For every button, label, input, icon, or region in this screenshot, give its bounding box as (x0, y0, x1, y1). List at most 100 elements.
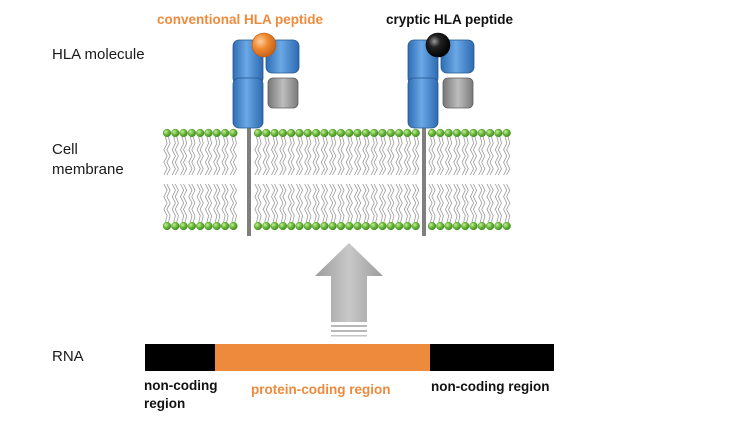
lipid-head (328, 128, 337, 138)
rna-strand (145, 344, 554, 371)
lipid-head (196, 128, 205, 138)
lipid-head (262, 128, 271, 138)
lipid-head (395, 221, 404, 231)
cryptic-peptide-label: cryptic HLA peptide (386, 12, 514, 27)
lipid-head (444, 128, 453, 138)
lipid-head (212, 128, 221, 138)
lipid-head (494, 128, 503, 138)
lipid-head (461, 221, 470, 231)
lipid-head (162, 221, 172, 231)
beta2-microglobulin (442, 77, 474, 109)
lipid-head (345, 128, 354, 138)
lipid-head (403, 128, 412, 138)
black-peptide-ball-icon (425, 32, 451, 58)
cell-membrane-bilayer (162, 128, 511, 231)
lipid-head (171, 221, 180, 231)
lipid-head (411, 128, 420, 138)
lipid-head (312, 221, 321, 231)
lipid-head (179, 128, 188, 138)
lipid-head (361, 128, 371, 138)
lipid-head (287, 221, 296, 231)
lipid-head (452, 221, 462, 231)
lipid-head (253, 221, 263, 231)
lipid-head (212, 221, 221, 231)
lipid-head (502, 221, 511, 231)
lipid-head (312, 128, 321, 138)
hla-molecule-cryptic (407, 32, 475, 236)
lipid-head (386, 221, 395, 231)
lipid-head (278, 221, 288, 231)
lipid-head (353, 128, 362, 138)
lipid-head (162, 128, 172, 138)
lipid-head (436, 221, 445, 231)
hla-stem-left (247, 128, 251, 236)
membrane-label: membrane (52, 161, 124, 178)
lipid-head (196, 221, 205, 231)
rna-label: RNA (52, 348, 84, 365)
lipid-head (353, 221, 362, 231)
lipid-head (378, 128, 387, 138)
hla-alpha3-domain (232, 77, 264, 129)
lipid-head (270, 221, 279, 231)
lipid-head (469, 221, 478, 231)
lipid-head (320, 128, 329, 138)
lipid-head (187, 221, 197, 231)
hla-molecule-label: HLA molecule (52, 46, 145, 63)
lipid-head (502, 128, 511, 138)
lipid-head (370, 128, 379, 138)
rna-noncoding-right (430, 344, 554, 371)
lipid-head (221, 221, 230, 231)
lipid-head (303, 221, 312, 231)
lipid-head (386, 128, 395, 138)
orange-peptide-ball-icon (251, 32, 277, 58)
lipid-head (486, 221, 495, 231)
lipid-head (221, 128, 230, 138)
lipid-head (229, 221, 238, 231)
lipid-head (187, 128, 197, 138)
up-arrow-icon (315, 243, 383, 337)
noncoding-left-label-line2: region (144, 396, 186, 411)
lipid-head (378, 221, 387, 231)
lipid-head (345, 221, 354, 231)
protein-coding-label: protein-coding region (251, 382, 391, 397)
lipid-head (253, 128, 263, 138)
lipid-head (229, 128, 238, 138)
lipid-head (361, 221, 371, 231)
hla-alpha3-domain (407, 77, 439, 129)
lipid-head (403, 221, 412, 231)
lipid-head (171, 128, 180, 138)
lipid-head (469, 128, 478, 138)
lipid-head (494, 221, 503, 231)
rna-noncoding-left (145, 344, 215, 371)
lipid-head (179, 221, 188, 231)
conventional-peptide-label: conventional HLA peptide (157, 12, 324, 27)
lipid-head (336, 221, 346, 231)
noncoding-right-label: non-coding region (431, 379, 550, 394)
lipid-head (486, 128, 495, 138)
noncoding-left-label-line1: non-coding (144, 378, 218, 393)
lipid-head (436, 128, 445, 138)
lipid-head (395, 128, 404, 138)
lipid-head (278, 128, 288, 138)
lipid-head (477, 128, 486, 138)
lipid-head (427, 128, 437, 138)
lipid-head (295, 128, 304, 138)
lipid-head (320, 221, 329, 231)
lipid-head (427, 221, 437, 231)
lipid-head (204, 221, 213, 231)
lipid-head (452, 128, 462, 138)
hla-molecule-conventional (232, 32, 300, 236)
lipid-head (461, 128, 470, 138)
lipid-head (287, 128, 296, 138)
lipid-head (270, 128, 279, 138)
lipid-head (204, 128, 213, 138)
lipid-head (477, 221, 486, 231)
lipid-head (328, 221, 337, 231)
lipid-head (444, 221, 453, 231)
lipid-head (262, 221, 271, 231)
rna-protein-coding (215, 344, 430, 371)
hla-stem-right (422, 128, 426, 236)
cell-label: Cell (52, 141, 78, 158)
lipid-head (370, 221, 379, 231)
